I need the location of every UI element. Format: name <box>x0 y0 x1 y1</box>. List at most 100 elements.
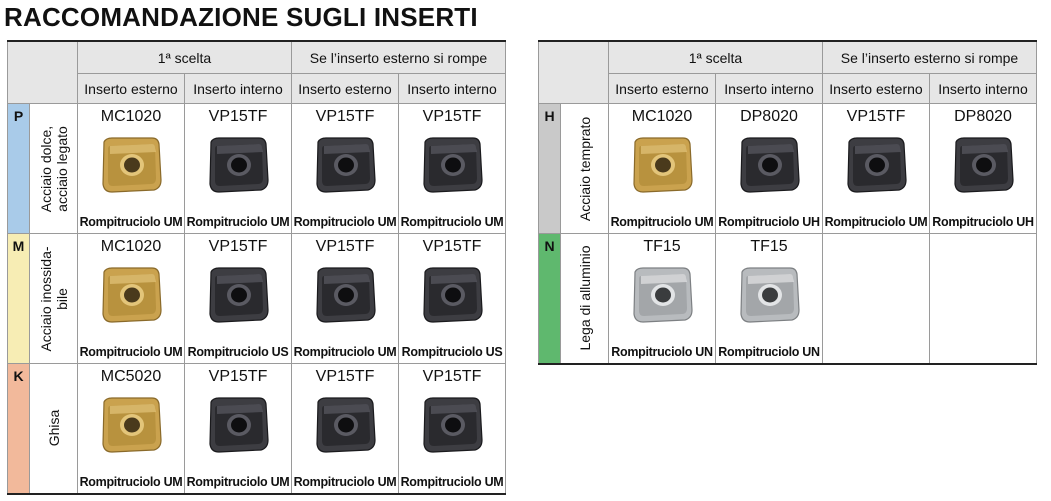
chipbreaker-label: Rompitruciolo UH <box>718 215 820 229</box>
insert-cell: VP15TF Rompitruciolo UM <box>822 103 930 234</box>
insert-cell: VP15TF Rompitruciolo UM <box>291 103 399 234</box>
insert-code: TF15 <box>643 238 681 255</box>
dark-insert-icon <box>312 394 378 456</box>
chipbreaker-label: Rompitruciolo UM <box>79 474 183 489</box>
chipbreaker-label: Rompitruciolo UM <box>186 474 290 489</box>
chipbreaker-label: Rompitruciolo UM <box>79 345 183 359</box>
material-letter: P <box>7 103 30 234</box>
insert-code: TF15 <box>750 238 788 255</box>
empty-cell <box>928 233 1038 365</box>
chipbreaker-label: Rompitruciolo UN <box>611 344 713 359</box>
header-inner-insert: Inserto interno <box>397 73 507 104</box>
chipbreaker-label: Rompitruciolo UM <box>400 474 504 489</box>
gold-insert-icon <box>629 134 695 196</box>
silver-insert-icon <box>736 264 802 326</box>
insert-code: VP15TF <box>208 368 268 385</box>
chipbreaker-label: Rompitruciolo UN <box>718 344 820 359</box>
insert-code: MC1020 <box>631 108 693 125</box>
chipbreaker-label: Rompitruciolo US <box>401 345 503 359</box>
chipbreaker-label: Rompitruciolo UM <box>824 215 928 229</box>
insert-code: VP15TF <box>315 368 375 385</box>
insert-cell: VP15TF Rompitruciolo UM <box>397 103 507 234</box>
dark-insert-icon <box>312 264 378 326</box>
material-description: Acciaio temprato <box>576 116 593 221</box>
gold-insert-icon <box>98 134 164 196</box>
chipbreaker-label: Rompitruciolo US <box>187 345 289 359</box>
insert-code: VP15TF <box>208 238 268 255</box>
material-letter: M <box>7 233 30 364</box>
material-letter: N <box>538 233 561 365</box>
material-description: Acciaio inossida-bile <box>37 245 70 352</box>
empty-cell <box>822 233 930 365</box>
insert-code: DP8020 <box>954 108 1012 125</box>
header-if-breaks: Se l’inserto esterno si rompe <box>821 40 1038 74</box>
dark-insert-icon <box>843 134 909 196</box>
dark-insert-icon <box>205 264 271 326</box>
corner-blank <box>7 40 78 104</box>
header-outer-insert: Inserto esterno <box>291 73 399 104</box>
insert-code: VP15TF <box>315 108 375 125</box>
insert-code: MC5020 <box>100 368 162 385</box>
insert-cell: VP15TF Rompitruciolo UM <box>184 363 292 495</box>
header-inner-insert: Inserto interno <box>928 73 1038 104</box>
insert-cell: VP15TF Rompitruciolo US <box>184 233 292 364</box>
header-inner-insert: Inserto interno <box>715 73 823 104</box>
page-title: RACCOMANDAZIONE SUGLI INSERTI <box>4 2 478 32</box>
dark-insert-icon <box>736 134 802 196</box>
material-description: Lega di alluminio <box>576 245 593 351</box>
chipbreaker-label: Rompitruciolo UM <box>293 345 397 359</box>
material-letter: K <box>7 363 30 495</box>
chipbreaker-label: Rompitruciolo UM <box>79 215 183 229</box>
insert-code: VP15TF <box>422 108 482 125</box>
gold-insert-icon <box>98 394 164 456</box>
dark-insert-icon <box>312 134 378 196</box>
insert-code: MC1020 <box>100 108 162 125</box>
dark-insert-icon <box>419 264 485 326</box>
chipbreaker-label: Rompitruciolo UM <box>610 215 714 229</box>
chipbreaker-label: Rompitruciolo UH <box>932 215 1034 229</box>
insert-code: VP15TF <box>422 238 482 255</box>
dark-insert-icon <box>950 134 1016 196</box>
material-letter: H <box>538 103 561 234</box>
chipbreaker-label: Rompitruciolo UM <box>293 215 397 229</box>
header-if-breaks: Se l’inserto esterno si rompe <box>290 40 507 74</box>
insert-code: VP15TF <box>208 108 268 125</box>
insert-code: DP8020 <box>740 108 798 125</box>
insert-cell: VP15TF Rompitruciolo UM <box>184 103 292 234</box>
insert-code: VP15TF <box>315 238 375 255</box>
insert-code: VP15TF <box>846 108 906 125</box>
dark-insert-icon <box>419 394 485 456</box>
insert-cell: VP15TF Rompitruciolo US <box>397 233 507 364</box>
insert-code: MC1020 <box>100 238 162 255</box>
chipbreaker-label: Rompitruciolo UM <box>400 215 504 229</box>
material-description: Ghisa <box>45 409 62 447</box>
dark-insert-icon <box>419 134 485 196</box>
header-first-choice: 1ª scelta <box>608 40 823 74</box>
header-outer-insert: Inserto esterno <box>608 73 716 104</box>
chipbreaker-label: Rompitruciolo UM <box>186 215 290 229</box>
dark-insert-icon <box>205 394 271 456</box>
insert-cell: VP15TF Rompitruciolo UM <box>291 233 399 364</box>
gold-insert-icon <box>98 264 164 326</box>
header-outer-insert: Inserto esterno <box>822 73 930 104</box>
corner-blank <box>538 40 609 104</box>
material-description: Acciaio dolce,acciaio legato <box>37 125 70 212</box>
silver-insert-icon <box>629 264 695 326</box>
header-outer-insert: Inserto esterno <box>77 73 185 104</box>
dark-insert-icon <box>205 134 271 196</box>
